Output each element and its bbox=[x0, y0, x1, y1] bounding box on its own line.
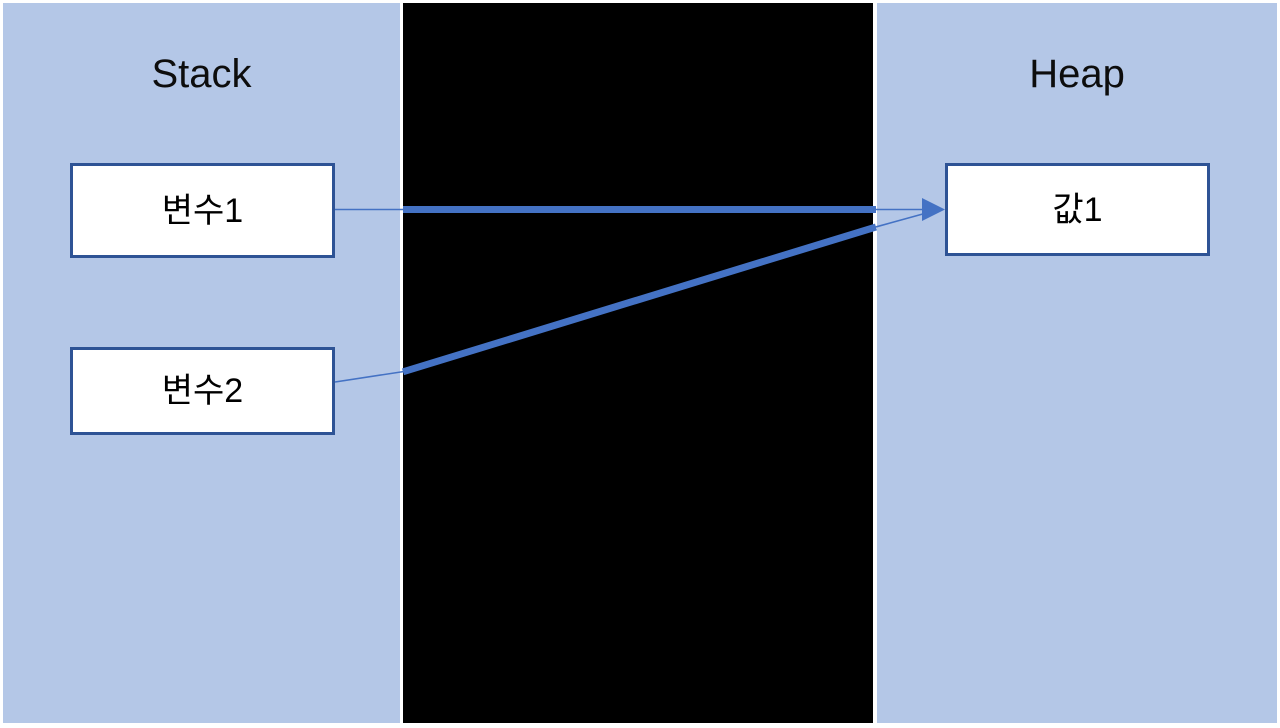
divider-band bbox=[403, 3, 873, 723]
heap-box-val1-label: 값1 bbox=[1052, 190, 1103, 229]
heap-region-panel bbox=[877, 3, 1277, 723]
stack-box-var2-label: 변수2 bbox=[161, 372, 244, 410]
heap-box-val1[interactable]: 값1 bbox=[945, 163, 1210, 256]
stack-box-var1-label: 변수1 bbox=[161, 191, 244, 230]
stack-title: Stack bbox=[151, 52, 252, 96]
heap-title: Heap bbox=[1029, 52, 1125, 96]
stack-box-var2[interactable]: 변수2 bbox=[70, 347, 335, 435]
stack-box-var1[interactable]: 변수1 bbox=[70, 163, 335, 258]
